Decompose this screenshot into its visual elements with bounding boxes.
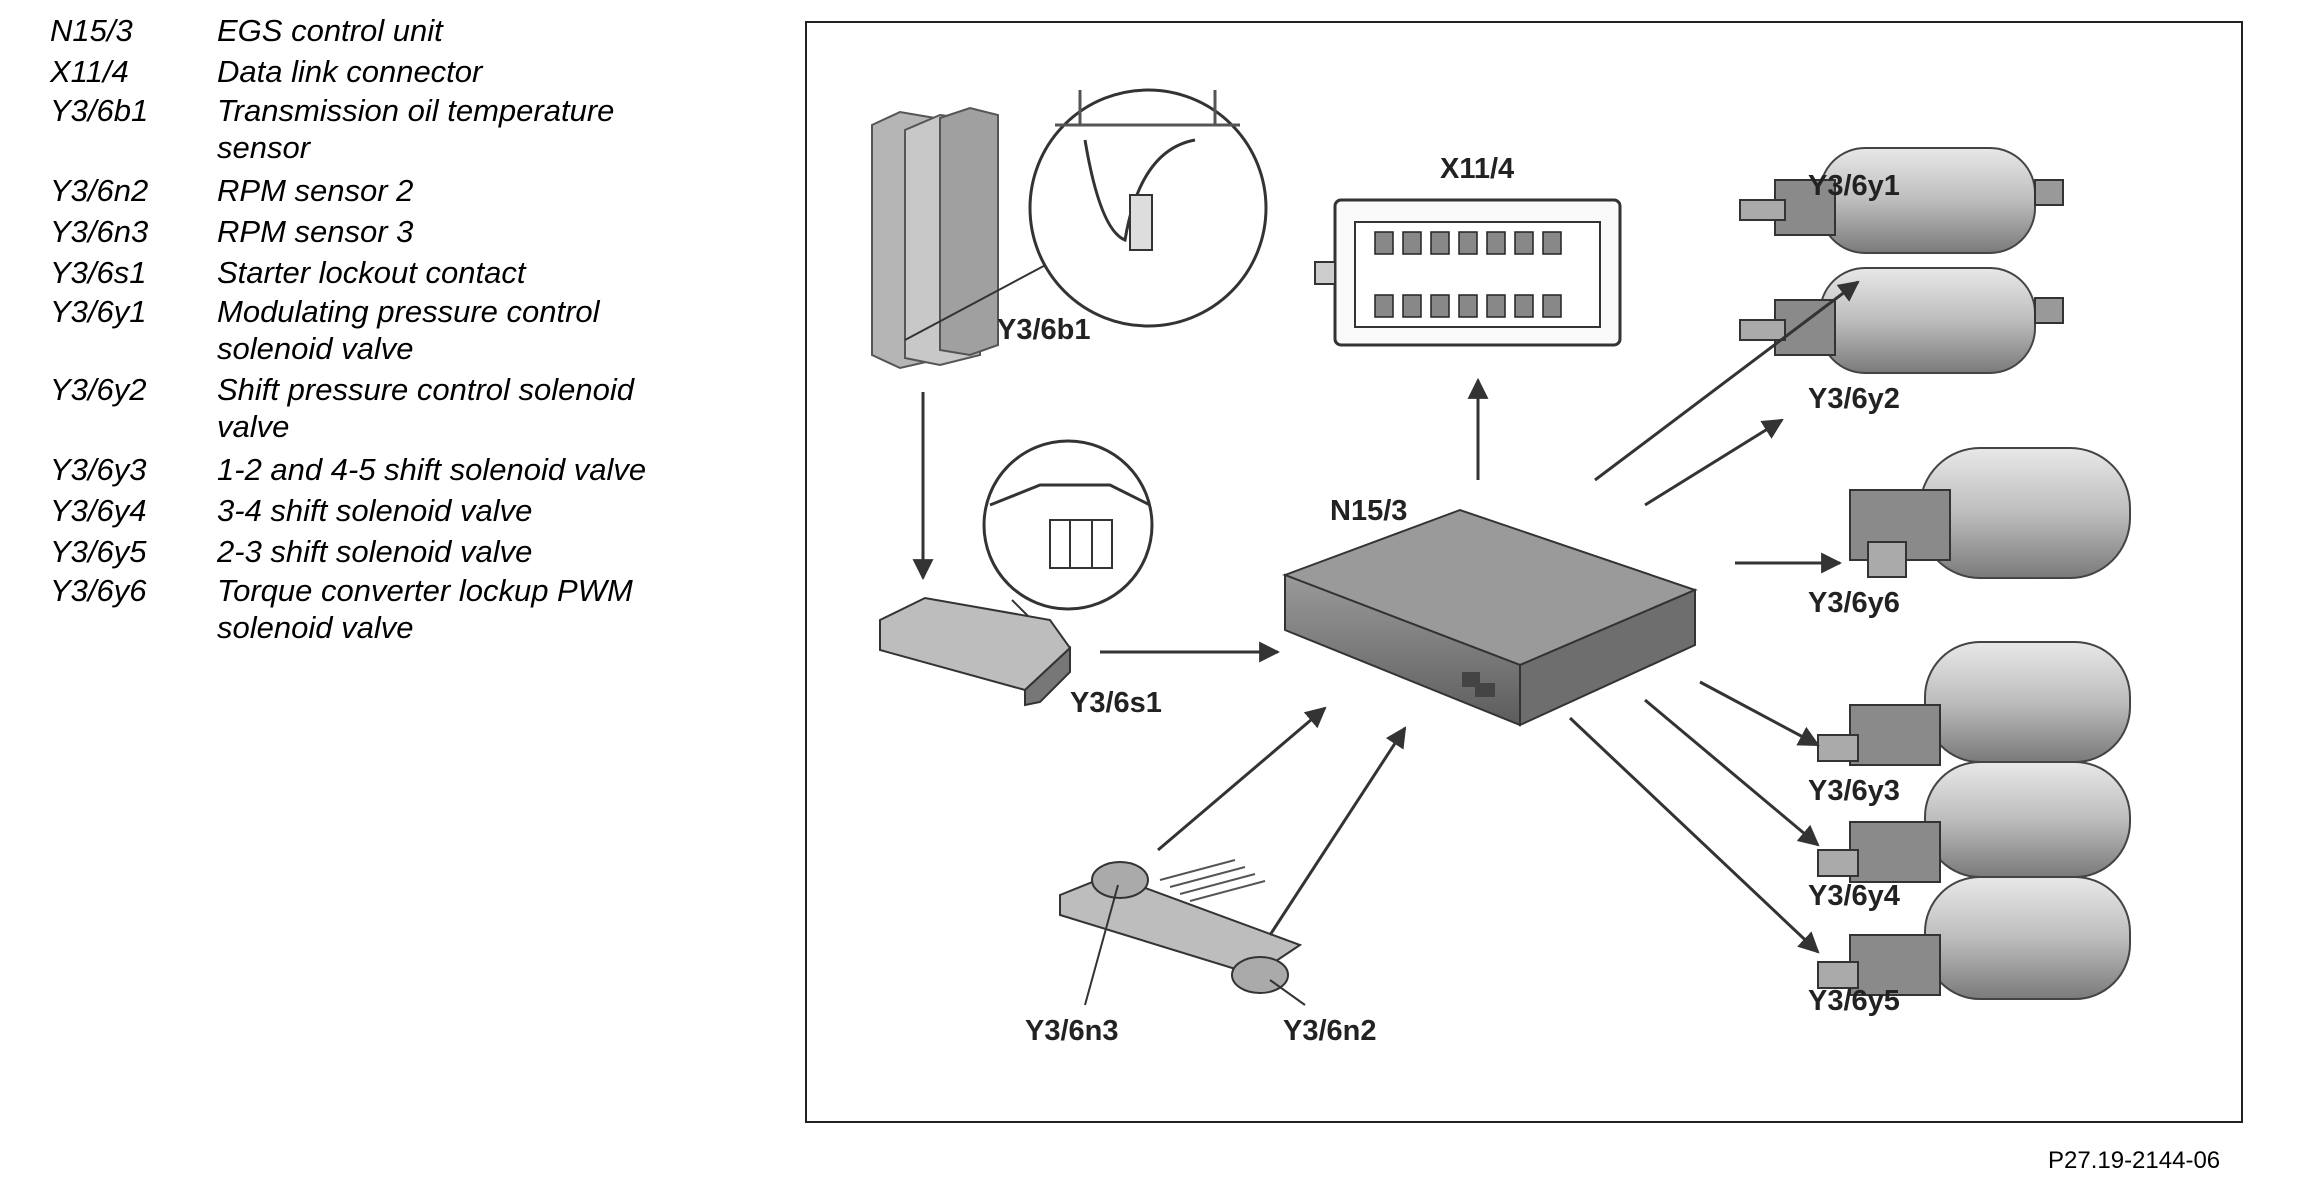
legend-row: Y3/6y5 2-3 shift solenoid valve [50, 531, 770, 572]
label-y36b1: Y3/6b1 [997, 314, 1091, 346]
label-y36s1: Y3/6s1 [1070, 687, 1162, 719]
starter-lockout-contact [879, 439, 1154, 707]
arrow-unit-to-y4 [1644, 698, 1820, 847]
legend-row: Y3/6n2 RPM sensor 2 [50, 170, 770, 211]
legend-code: Y3/6n2 [50, 173, 149, 208]
legend: N15/3 EGS control unit X11/4 Data link con… [50, 10, 770, 646]
legend-code: Y3/6n3 [50, 214, 149, 249]
legend-desc: 1-2 and 4-5 shift solenoid valve [217, 452, 647, 487]
label-y36n2: Y3/6n2 [1283, 1015, 1377, 1047]
arrow-unit-to-y3 [1699, 680, 1820, 747]
shift-solenoid-stack [1817, 641, 2131, 1000]
legend-row: Y3/6y1 Modulating pressure control soleno… [50, 293, 770, 367]
label-y36y4: Y3/6y4 [1808, 880, 1900, 912]
label-y36y2: Y3/6y2 [1808, 383, 1900, 415]
arrow-unit-to-y1 [1594, 280, 1860, 482]
legend-row: Y3/6n3 RPM sensor 3 [50, 211, 770, 252]
legend-row: Y3/6b1 Transmission oil temperature senso… [50, 92, 770, 166]
legend-desc: RPM sensor 2 [217, 173, 414, 208]
legend-code: Y3/6s1 [50, 255, 147, 290]
label-y36y3: Y3/6y3 [1808, 775, 1900, 807]
egs-control-unit [1282, 508, 1698, 727]
shift-pressure-solenoid [1739, 267, 2064, 374]
legend-code: X11/4 [50, 54, 129, 89]
legend-code: Y3/6y2 [50, 372, 147, 407]
arrow-unit-to-y5 [1568, 716, 1820, 954]
signal-arrows [912, 280, 1860, 954]
legend-code: Y3/6y5 [50, 534, 147, 569]
legend-desc: Shift pressure control solenoid valve [217, 372, 635, 444]
legend-code: Y3/6y4 [50, 493, 147, 528]
figure-reference: P27.19-2144-06 [2048, 1147, 2221, 1174]
torque-converter-lockup-solenoid [1849, 447, 2131, 579]
arrow-n3-to-unit [1157, 706, 1327, 852]
legend-desc: EGS control unit [217, 13, 443, 48]
label-n153: N15/3 [1330, 495, 1407, 527]
legend-row: Y3/6y4 3-4 shift solenoid valve [50, 490, 770, 531]
legend-row: Y3/6y2 Shift pressure control solenoid va… [50, 371, 770, 445]
legend-desc: Transmission oil temperature sensor [217, 93, 615, 165]
legend-desc: RPM sensor 3 [217, 214, 414, 249]
legend-code: Y3/6b1 [50, 93, 149, 128]
label-y36y1: Y3/6y1 [1808, 170, 1900, 202]
label-y36n3: Y3/6n3 [1025, 1015, 1119, 1047]
legend-desc: Starter lockout contact [217, 255, 526, 290]
legend-desc: Data link connector [217, 54, 483, 89]
label-x114: X11/4 [1440, 153, 1514, 185]
arrow-unit-to-y2 [1644, 418, 1784, 507]
oil-temperature-sensor [871, 88, 1268, 370]
label-y36y5: Y3/6y5 [1808, 985, 1900, 1017]
legend-code: Y3/6y6 [50, 573, 147, 608]
legend-desc: 3-4 shift solenoid valve [217, 493, 533, 528]
legend-row: X11/4 Data link connector [50, 51, 770, 92]
legend-row: Y3/6s1 Starter lockout contact [50, 252, 770, 293]
legend-row: N15/3 EGS control unit [50, 10, 770, 51]
legend-desc: Torque converter lockup PWM solenoid val… [217, 573, 633, 645]
legend-code: Y3/6y3 [50, 452, 147, 487]
legend-code: N15/3 [50, 13, 133, 48]
legend-desc: 2-3 shift solenoid valve [217, 534, 533, 569]
modulating-pressure-solenoid [1739, 147, 2064, 254]
rpm-sensor-assembly [1059, 859, 1306, 1006]
legend-row: Y3/6y6 Torque converter lockup PWM soleno… [50, 572, 770, 646]
arrow-n2-to-unit [1268, 726, 1407, 936]
label-y36y6: Y3/6y6 [1808, 587, 1900, 619]
legend-code: Y3/6y1 [50, 294, 147, 329]
data-link-connector [1314, 198, 1622, 347]
legend-desc: Modulating pressure control solenoid val… [217, 294, 600, 366]
legend-row: Y3/6y3 1-2 and 4-5 shift solenoid valve [50, 449, 770, 490]
